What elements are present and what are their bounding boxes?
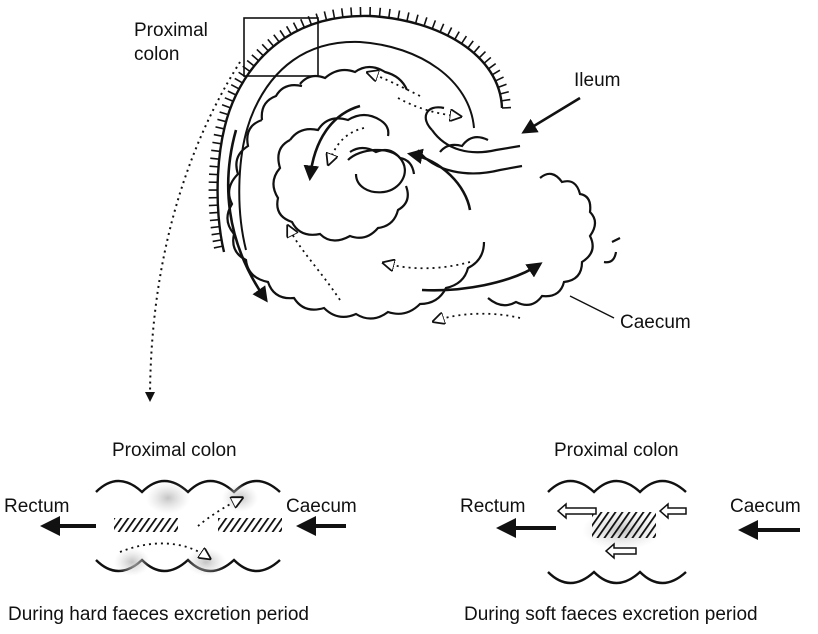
mucosal-ridge	[257, 49, 263, 55]
mucosal-ridge	[262, 44, 268, 51]
panel-hard-left-label: Rectum	[4, 496, 69, 518]
mucosal-ridge	[211, 227, 220, 228]
mucosal-ridges	[209, 7, 511, 252]
inset-pointer-arrow	[150, 62, 240, 400]
mucosal-ridge	[498, 84, 506, 87]
mucosal-ridge	[217, 119, 226, 121]
proximal-colon-outer-wall	[218, 16, 502, 252]
label-ileum: Ileum	[574, 70, 620, 92]
mucosal-ridge	[212, 142, 221, 143]
mucosal-ridge	[342, 8, 343, 17]
mucosal-ridge	[252, 55, 259, 61]
mucosal-ridge	[235, 78, 243, 83]
mucosal-ridge	[455, 32, 459, 40]
mucosal-ridge	[228, 91, 236, 95]
mucosal-ridge	[211, 150, 220, 151]
panel-hard-right-label: Caecum	[286, 496, 357, 518]
mucosal-ridge	[474, 46, 480, 53]
mucosal-ridge	[448, 28, 452, 36]
mucosal-ridge	[209, 212, 218, 213]
mucosal-ridge	[231, 85, 239, 89]
mucosal-ridge	[225, 98, 233, 101]
mucosal-ridge	[210, 166, 219, 167]
mucosal-ridge	[210, 220, 219, 221]
mucosal-ridge	[324, 11, 326, 20]
mucosal-ridge	[407, 12, 409, 21]
mucosal-ridge	[274, 35, 279, 42]
mucosal-ridge	[222, 105, 230, 108]
mucosal-ridge	[379, 8, 380, 17]
mucosal-ridge	[488, 64, 495, 69]
mucosal-ridge	[210, 158, 219, 159]
mucosal-ridge	[440, 24, 444, 32]
mucosal-ridge	[351, 7, 352, 16]
mucosal-ridge	[501, 100, 510, 101]
mucosal-ridge	[213, 240, 222, 242]
mucosal-ridge	[220, 112, 229, 115]
caecum-leader-line	[570, 296, 614, 318]
panel-soft-right-label: Caecum	[730, 496, 801, 518]
mucosal-ridge	[389, 9, 390, 18]
label-proximal-colon-line1: Proximal	[134, 20, 208, 42]
mucosal-ridge	[287, 26, 292, 34]
panel-hard-caption: During hard faeces excretion period	[8, 604, 309, 626]
label-proximal-colon-line2: colon	[134, 44, 179, 66]
panel-soft-title: Proximal colon	[554, 440, 679, 462]
mucosal-ridge	[268, 39, 274, 46]
mucosal-ridge	[484, 57, 491, 63]
mucosal-ridge	[492, 70, 500, 75]
mucosal-ridge	[479, 52, 485, 58]
mucosal-ridge	[468, 41, 473, 48]
mucosal-ridge	[424, 17, 427, 26]
caecum-spiral	[227, 67, 620, 319]
mucosal-ridge	[212, 233, 221, 234]
mucosal-ridge	[215, 127, 224, 129]
panel-soft-left-label: Rectum	[460, 496, 525, 518]
mucosal-ridge	[416, 15, 418, 24]
mucosal-ridge	[495, 77, 503, 81]
flow-arrows-solid	[228, 98, 580, 300]
mucosal-ridge	[214, 246, 223, 248]
panel-soft-caption: During soft faeces excretion period	[464, 604, 758, 626]
mucosal-ridge	[398, 10, 400, 19]
mucosal-ridge	[294, 23, 298, 31]
mucosal-ridge	[280, 30, 285, 38]
mucosal-ridge	[462, 36, 467, 44]
mucosal-ridge	[301, 19, 305, 27]
label-caecum: Caecum	[620, 312, 691, 334]
mucosal-ridge	[247, 60, 254, 66]
flow-arrows-dotted	[290, 74, 520, 320]
mucosal-ridge	[214, 135, 223, 137]
mucosal-ridge	[333, 10, 335, 19]
mucosal-ridge	[500, 92, 509, 94]
mucosal-ridge	[432, 20, 435, 28]
panel-hard-title: Proximal colon	[112, 440, 237, 462]
